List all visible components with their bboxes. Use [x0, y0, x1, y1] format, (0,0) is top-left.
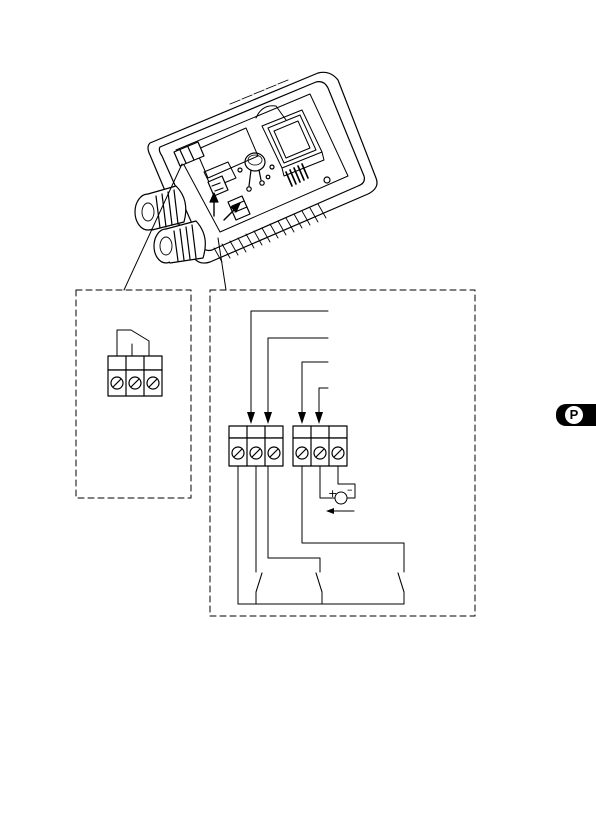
- wire-arrows: [247, 412, 323, 424]
- terminal-block-right-1: [229, 426, 283, 466]
- language-letter: P: [565, 406, 583, 424]
- switch-contact: [256, 573, 262, 592]
- output-wiring: [238, 466, 404, 604]
- polarity-plus: +: [328, 487, 337, 500]
- left-detail-box: [76, 290, 191, 498]
- input-wires: [251, 311, 328, 412]
- right-detail-box: [210, 290, 475, 616]
- polarity-minus: –: [347, 483, 353, 496]
- language-tab: P: [556, 404, 596, 426]
- terminal-block-left: [108, 356, 162, 396]
- switch-contact: [398, 573, 404, 592]
- relay-contacts: [256, 573, 404, 592]
- switch-contact: [316, 573, 322, 592]
- terminal-block-right-2: [293, 426, 347, 466]
